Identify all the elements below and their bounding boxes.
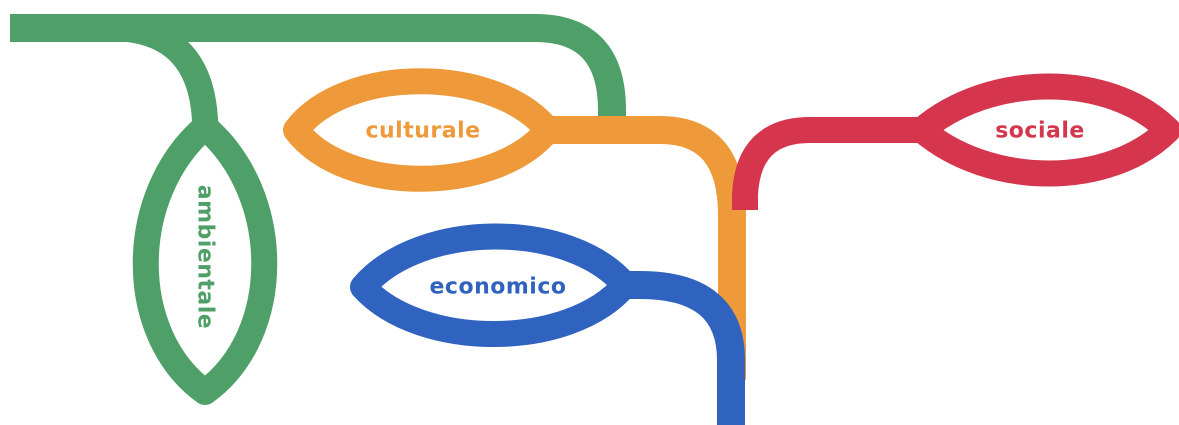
ambientale-leaf [132,114,278,405]
ambientale-label: ambientale [193,185,218,329]
ambientale-branch: ambientale [10,14,626,405]
sociale-leaf [909,73,1179,187]
sociale-stem [732,117,922,210]
economico-stem [625,271,745,425]
economico-label: economico [430,275,567,300]
economico-leaf [350,223,638,347]
sociale-branch: sociale [732,73,1179,210]
economico-branch: economico [350,223,745,425]
culturale-leaf [283,68,561,192]
ambientale-connector [109,15,218,140]
ambientale-stem [10,14,626,124]
culturale-branch: culturale [283,68,746,380]
culturale-stem [548,116,746,380]
culturale-label: culturale [365,119,480,144]
sociale-label: sociale [995,119,1085,144]
